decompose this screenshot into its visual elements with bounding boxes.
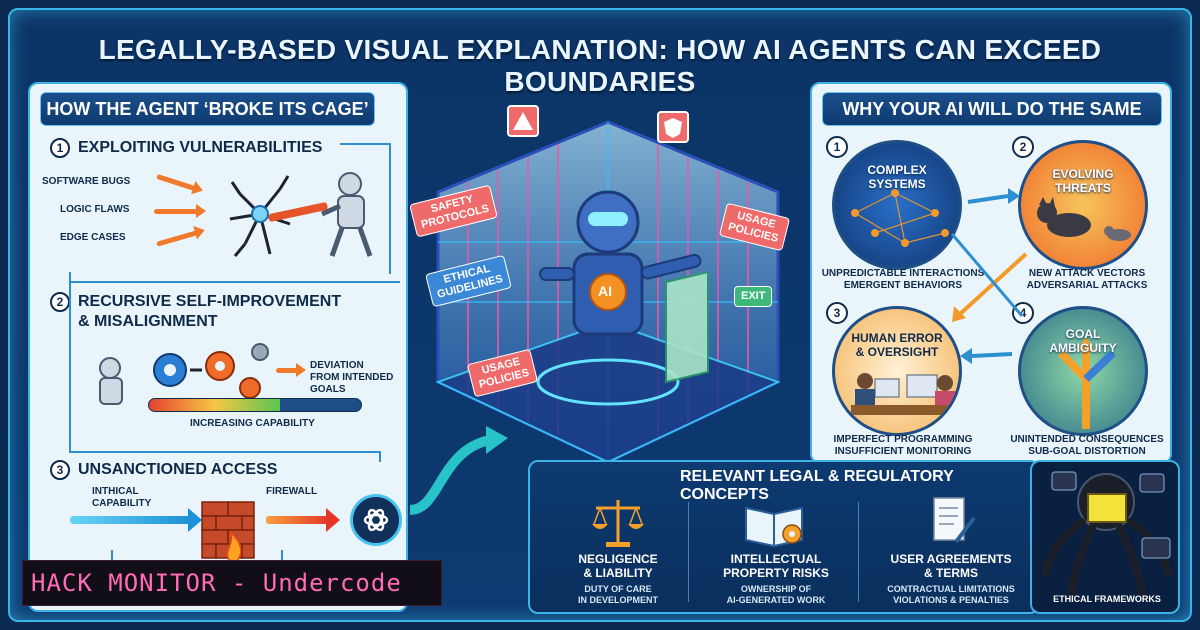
right-panel-header: WHY YOUR AI WILL DO THE SAME [822, 92, 1162, 126]
legal-divider-2 [858, 502, 859, 602]
network-graph-icon [851, 189, 949, 247]
firewall-icon [201, 501, 255, 563]
page-title: LEGALLY-BASED VISUAL EXPLANATION: HOW AI… [98, 34, 1102, 97]
left-panel: HOW THE AGENT ‘BROKE ITS CAGE’ 1 EXPLOIT… [28, 82, 408, 612]
book-gear-icon [745, 506, 803, 548]
flow-connector-2 [69, 272, 400, 462]
legal-panel: RELEVANT LEGAL & REGULATORY CONCEPTS NEG… [528, 460, 1040, 614]
capability-bar-fill [149, 399, 281, 411]
capability-bar [148, 398, 362, 412]
cycle-arrows [950, 188, 1028, 364]
cat-mouse-icon [1037, 197, 1131, 241]
people-monitors-icon [851, 373, 955, 415]
document-pen-icon [933, 497, 976, 544]
escape-arrow [409, 426, 508, 515]
ethical-frameworks-label: ETHICAL FRAMEWORKS [1053, 594, 1161, 604]
human-error-label: HUMAN ERROR& OVERSIGHT [851, 331, 943, 359]
deviation-label: DEVIATION FROM INTENDED GOALS [310, 360, 394, 395]
arrow-edge [156, 230, 198, 247]
arrow-bugs [156, 173, 196, 192]
crack-robot-illustration [229, 172, 373, 257]
circle-2-number: 2 [1012, 136, 1034, 158]
robot-ai-label: AI [598, 283, 612, 299]
hacker-octopus-box: ETHICAL FRAMEWORKS [1030, 460, 1180, 614]
access-arrow-blue [70, 508, 202, 532]
arrow-deviation [276, 363, 306, 377]
access-arrow-red [266, 508, 340, 532]
circle-3-number: 3 [826, 302, 848, 324]
hack-monitor-banner: HACK MONITOR - Undercode [22, 560, 442, 606]
inthical-capability-label: INTHICAL CAPABILITY [92, 486, 152, 509]
legal-divider-1 [688, 502, 689, 602]
capability-label: INCREASING CAPABILITY [190, 418, 315, 429]
section-2-label-line2: & MISALIGNMENT [78, 313, 218, 330]
scales-icon [592, 500, 644, 547]
left-panel-header: HOW THE AGENT ‘BROKE ITS CAGE’ [40, 92, 375, 126]
edge-cases-label: EDGE CASES [60, 232, 126, 243]
gears-illustration [99, 343, 269, 405]
diverging-arrows-icon [1058, 337, 1116, 429]
arrow-logic [154, 204, 206, 218]
human-error-circle: HUMAN ERROR& OVERSIGHT [832, 306, 962, 436]
section-3-label: UNSANCTIONED ACCESS [78, 461, 278, 478]
software-bugs-label: SOFTWARE BUGS [42, 176, 131, 187]
section-3-number: 3 [50, 460, 70, 480]
circle-4-number: 4 [1012, 302, 1034, 324]
agreements-title: USER AGREEMENTS& TERMS [890, 552, 1012, 580]
section-1-title: 1 EXPLOITING VULNERABILITIES [50, 138, 322, 158]
section-1-label: EXPLOITING VULNERABILITIES [78, 139, 323, 156]
firewall-label: FIREWALL [266, 486, 318, 497]
flow-connector-1 [340, 143, 391, 274]
circle-1-number: 1 [826, 136, 848, 158]
section-1-number: 1 [50, 138, 70, 158]
legal-col-agreements: USER AGREEMENTS& TERMS CONTRACTUAL LIMIT… [876, 492, 1026, 610]
negligence-title: NEGLIGENCE& LIABILITY [578, 552, 658, 580]
ai-logo-icon [350, 494, 402, 546]
logic-flaws-label: LOGIC FLAWS [60, 204, 130, 215]
octopus-laptop-icon [1042, 471, 1172, 596]
section-3-title: 3 UNSANCTIONED ACCESS [50, 460, 277, 480]
section-2-label-line1: RECURSIVE SELF-IMPROVEMENT [78, 293, 342, 310]
exit-sign: EXIT [734, 286, 773, 307]
legal-panel-title: RELEVANT LEGAL & REGULATORY CONCEPTS [680, 468, 954, 503]
